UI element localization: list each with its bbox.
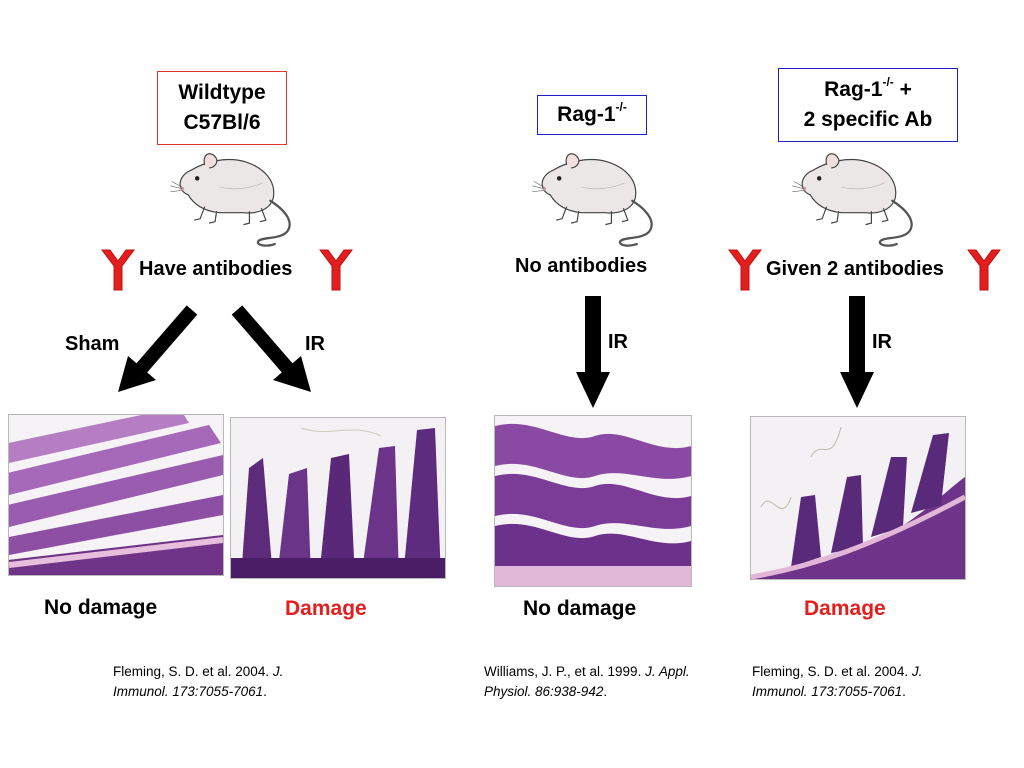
have-antibodies-label: Have antibodies	[139, 258, 293, 280]
antibody-icon	[101, 249, 135, 291]
histology-image-rag1-ir	[494, 415, 692, 587]
mouse-icon	[791, 152, 913, 247]
sham-label: Sham	[65, 333, 120, 355]
ir-label-rag1: IR	[608, 331, 628, 353]
rag1-box-title: Rag-1-/-	[557, 100, 627, 126]
citation-2: Williams, J. P., et al. 1999. J. Appl. P…	[484, 664, 690, 699]
ir-label-rag1-ab: IR	[872, 331, 892, 353]
histology-image-rag1-ab-ir	[750, 416, 966, 580]
rag1-ab-box-line1: Rag-1-/- +	[824, 75, 912, 101]
citation-3: Fleming, S. D. et al. 2004. J. Immunol. …	[752, 664, 923, 699]
antibody-icon	[728, 249, 762, 291]
result-rag1-ir: No damage	[523, 597, 637, 620]
result-wt-sham: No damage	[44, 596, 158, 619]
wildtype-box: Wildtype C57Bl/6	[157, 71, 287, 145]
histology-image-wt-ir	[230, 417, 446, 579]
given-antibodies-label: Given 2 antibodies	[766, 258, 944, 280]
mouse-icon	[169, 152, 291, 247]
rag1-box: Rag-1-/-	[537, 95, 647, 135]
rag1-ab-box-line2: 2 specific Ab	[803, 108, 933, 131]
mouse-icon	[531, 152, 653, 247]
histology-image-wt-sham	[8, 414, 224, 576]
ir-arrow-wildtype	[231, 305, 311, 392]
rag1-ab-box: Rag-1-/- + 2 specific Ab	[778, 68, 958, 142]
antibody-icon	[319, 249, 353, 291]
ir-arrow-rag1	[576, 296, 610, 408]
result-wt-ir: Damage	[285, 597, 367, 620]
antibody-icon	[967, 249, 1001, 291]
no-antibodies-label: No antibodies	[515, 255, 648, 277]
citation-1: Fleming, S. D. et al. 2004. J. Immunol. …	[113, 664, 284, 699]
ir-label-wildtype: IR	[305, 333, 325, 355]
sham-arrow	[118, 305, 198, 392]
result-rag1-ab-ir: Damage	[804, 597, 886, 620]
ir-arrow-rag1-ab	[840, 296, 874, 408]
wildtype-box-line2: C57Bl/6	[183, 111, 261, 134]
wildtype-box-line1: Wildtype	[178, 81, 266, 104]
